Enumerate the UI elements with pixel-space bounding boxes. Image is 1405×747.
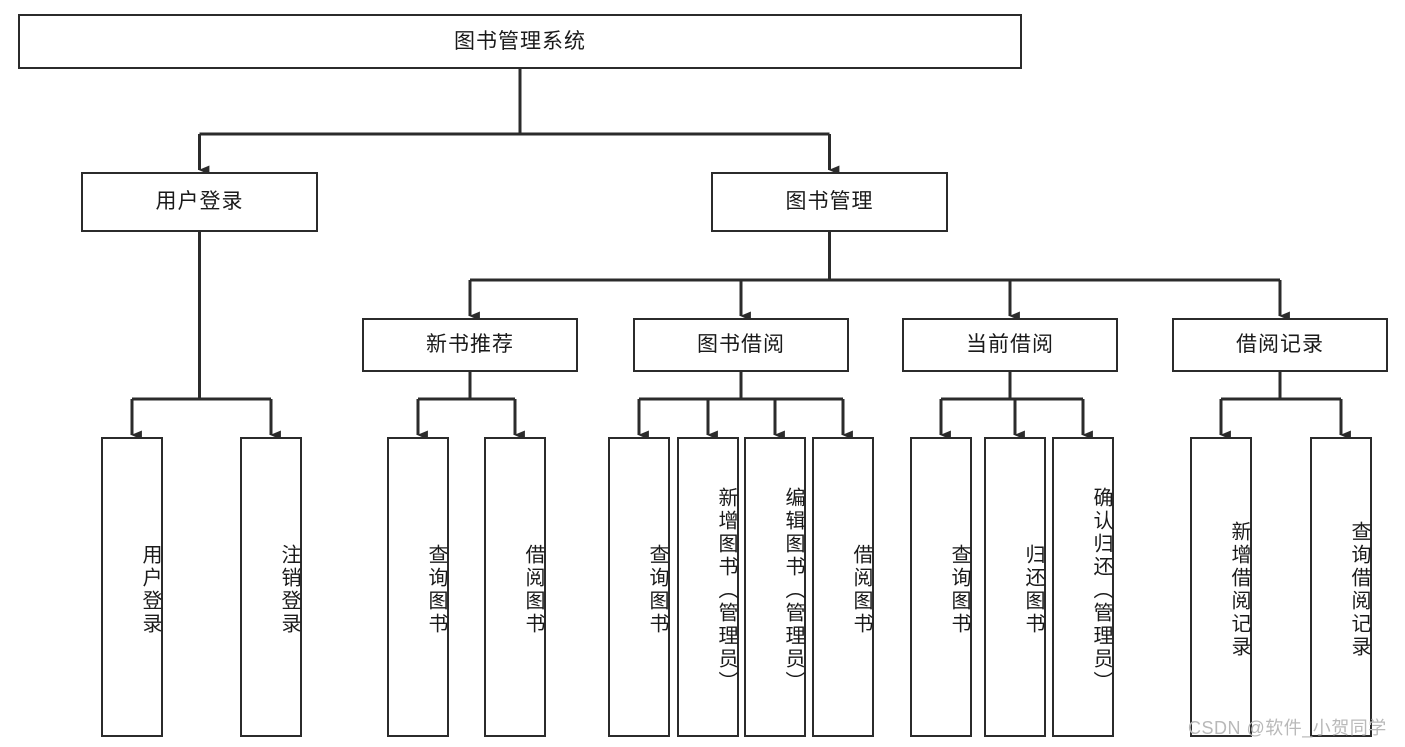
node-label: 确认归还（管理员） <box>1090 486 1112 694</box>
node-label: 用户登录 <box>139 544 161 636</box>
node-leaf-logout[interactable]: 注销登录 <box>240 437 302 737</box>
node-leaf-query-borrow-record[interactable]: 查询借阅记录 <box>1310 437 1372 737</box>
node-label: 借阅图书 <box>850 544 872 636</box>
node-label: 新书推荐 <box>426 333 514 357</box>
node-current-borrowing[interactable]: 当前借阅 <box>902 318 1118 372</box>
node-label: 图书管理 <box>785 190 874 214</box>
node-label: 用户登录 <box>155 190 244 214</box>
node-label: 借阅图书 <box>522 544 544 636</box>
node-root-book-management-system[interactable]: 图书管理系统 <box>18 14 1022 69</box>
node-book-borrowing[interactable]: 图书借阅 <box>633 318 849 372</box>
node-label: 当前借阅 <box>966 333 1054 357</box>
node-user-login[interactable]: 用户登录 <box>81 172 318 232</box>
node-leaf-borrow-book-b[interactable]: 借阅图书 <box>812 437 874 737</box>
node-book-management[interactable]: 图书管理 <box>711 172 948 232</box>
node-leaf-add-borrow-record[interactable]: 新增借阅记录 <box>1190 437 1252 737</box>
node-label: 借阅记录 <box>1236 333 1324 357</box>
node-label: 归还图书 <box>1022 544 1044 636</box>
node-label: 编辑图书（管理员） <box>782 486 804 694</box>
node-label: 查询图书 <box>425 544 447 636</box>
node-leaf-add-book-admin[interactable]: 新增图书（管理员） <box>677 437 739 737</box>
node-new-book-recommendation[interactable]: 新书推荐 <box>362 318 578 372</box>
node-leaf-confirm-return-admin[interactable]: 确认归还（管理员） <box>1052 437 1114 737</box>
node-leaf-edit-book-admin[interactable]: 编辑图书（管理员） <box>744 437 806 737</box>
node-label: 图书借阅 <box>697 333 785 357</box>
node-leaf-return-book[interactable]: 归还图书 <box>984 437 1046 737</box>
node-label: 查询图书 <box>948 544 970 636</box>
node-leaf-query-book-b[interactable]: 查询图书 <box>608 437 670 737</box>
node-label: 新增图书（管理员） <box>715 486 737 694</box>
node-label: 新增借阅记录 <box>1228 521 1250 659</box>
node-label: 查询图书 <box>646 544 668 636</box>
node-label: 图书管理系统 <box>454 29 586 53</box>
node-leaf-query-book-a[interactable]: 查询图书 <box>387 437 449 737</box>
node-leaf-borrow-book-a[interactable]: 借阅图书 <box>484 437 546 737</box>
node-label: 查询借阅记录 <box>1348 521 1370 659</box>
node-label: 注销登录 <box>278 544 300 636</box>
node-leaf-query-book-c[interactable]: 查询图书 <box>910 437 972 737</box>
node-leaf-user-login[interactable]: 用户登录 <box>101 437 163 737</box>
node-borrowing-record[interactable]: 借阅记录 <box>1172 318 1388 372</box>
